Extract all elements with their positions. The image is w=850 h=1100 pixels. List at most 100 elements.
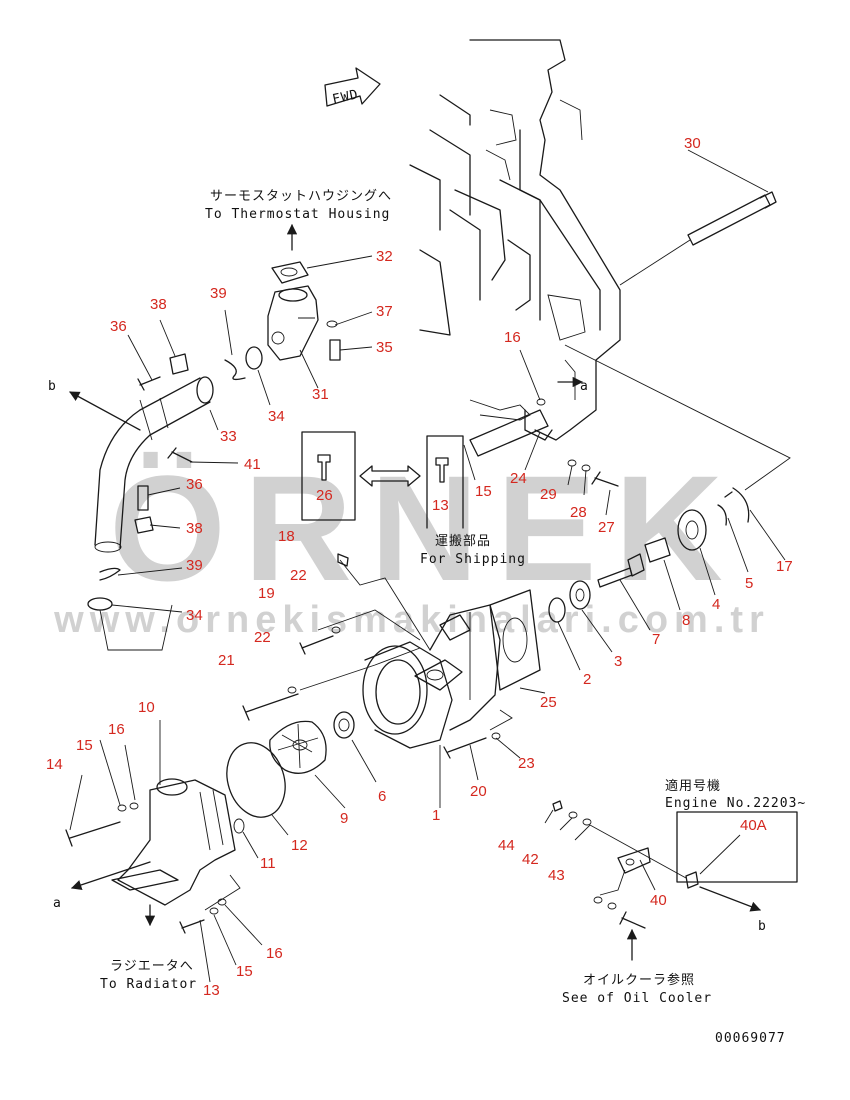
callout: 13 xyxy=(432,497,449,514)
callout: 4 xyxy=(712,596,720,613)
doc-number: 00069077 xyxy=(715,1031,786,1046)
reference-arrows xyxy=(69,391,151,890)
callout: 2 xyxy=(583,671,591,688)
ref-a-top: a xyxy=(580,379,589,394)
callout: 28 xyxy=(570,504,587,521)
callout: 9 xyxy=(340,810,348,827)
part-30-shaft xyxy=(687,191,777,246)
callout: 10 xyxy=(138,699,155,716)
callout: 32 xyxy=(376,248,393,265)
callout: 5 xyxy=(745,575,753,592)
callout: 24 xyxy=(510,470,527,487)
callout: 1 xyxy=(432,807,440,824)
shipping-jp: 運搬部品 xyxy=(435,534,491,549)
callout: 39 xyxy=(210,285,227,302)
part-2-seal xyxy=(548,597,566,623)
callout: 15 xyxy=(475,483,492,500)
watermark: ÖRNEK www.ornekismakinalari.com.tr xyxy=(53,444,764,641)
callout: 13 xyxy=(203,982,220,999)
callout: 37 xyxy=(376,303,393,320)
part-3-nut xyxy=(569,580,591,610)
part-33-pipe xyxy=(94,376,214,553)
bolts xyxy=(65,553,501,934)
part-9-impeller xyxy=(269,720,327,774)
callout: 38 xyxy=(186,520,203,537)
engine-no: Engine No.22203~ xyxy=(665,796,806,811)
watermark-brand: ÖRNEK xyxy=(109,444,741,612)
bracket-40-parts xyxy=(552,800,798,961)
callout: 22 xyxy=(254,629,271,646)
callout: 27 xyxy=(598,519,615,536)
callout: 22 xyxy=(290,567,307,584)
thermostat-jp: サーモスタットハウジングへ xyxy=(210,189,392,204)
callout: 33 xyxy=(220,428,237,445)
shipping-en: For Shipping xyxy=(420,552,526,567)
part-10-elbow xyxy=(111,778,236,927)
leader-lines xyxy=(69,149,791,983)
callout: 42 xyxy=(522,851,539,868)
callout: 35 xyxy=(376,339,393,356)
oil-cooler-en: See of Oil Cooler xyxy=(562,991,712,1006)
callout: 29 xyxy=(540,486,557,503)
callout: 36 xyxy=(110,318,127,335)
fwd-label: FWD xyxy=(331,87,360,107)
callout: 16 xyxy=(108,721,125,738)
callout: 34 xyxy=(186,607,203,624)
part-1-pump-body xyxy=(362,604,501,749)
callout: 26 xyxy=(316,487,333,504)
callout: 20 xyxy=(470,783,487,800)
callout: 25 xyxy=(540,694,557,711)
callout: 30 xyxy=(684,135,701,152)
part-5-snap-ring xyxy=(717,504,727,526)
callout: 15 xyxy=(236,963,253,980)
callout: 38 xyxy=(150,296,167,313)
callout: 23 xyxy=(518,755,535,772)
callout: 44 xyxy=(498,837,515,854)
callout: 6 xyxy=(378,788,386,805)
callout: 7 xyxy=(652,631,660,648)
callout: 15 xyxy=(76,737,93,754)
callout: 8 xyxy=(682,612,690,629)
callout: 18 xyxy=(278,528,295,545)
callout: 39 xyxy=(186,557,203,574)
callout: 40 xyxy=(650,892,667,909)
callout: 41 xyxy=(244,456,261,473)
part-12-o-ring xyxy=(226,742,286,818)
callout: 21 xyxy=(218,652,235,669)
part-6-seal xyxy=(333,711,355,739)
callout: 16 xyxy=(504,329,521,346)
callout: 40A xyxy=(740,817,767,834)
part-25-gasket xyxy=(489,589,541,691)
engine-block xyxy=(409,39,621,441)
callout: 19 xyxy=(258,585,275,602)
applicable-jp: 適用号機 xyxy=(665,778,721,794)
callout: 11 xyxy=(260,855,276,872)
part-4-bearing xyxy=(677,509,707,551)
callout: 14 xyxy=(46,756,63,773)
callout-numbers: 30 32 37 35 31 39 38 36 34 33 41 16 26 1… xyxy=(46,135,793,999)
fwd-arrow-icon: FWD xyxy=(324,67,381,108)
callout: 16 xyxy=(266,945,283,962)
callout: 43 xyxy=(548,867,565,884)
ref-a-bottom: a xyxy=(53,896,62,911)
shipping-group xyxy=(301,376,619,529)
radiator-en: To Radiator xyxy=(100,977,197,992)
ref-b-top: b xyxy=(48,379,57,394)
part-31-connector xyxy=(267,223,319,361)
radiator-jp: ラジエータへ xyxy=(110,959,194,974)
part-7-shaft xyxy=(597,553,645,588)
reference-letters: a a b b xyxy=(48,379,766,934)
callout: 31 xyxy=(312,386,329,403)
callout: 3 xyxy=(614,653,622,670)
callout: 17 xyxy=(776,558,793,575)
part-17-snap-ring xyxy=(724,487,750,523)
callout: 36 xyxy=(186,476,203,493)
callout: 34 xyxy=(268,408,285,425)
thermostat-en: To Thermostat Housing xyxy=(205,207,390,222)
callout: 12 xyxy=(291,837,308,854)
oil-cooler-jp: オイルクーラ参照 xyxy=(583,972,695,988)
part-11-o-ring xyxy=(233,818,245,834)
part-8-sleeve xyxy=(644,537,671,563)
